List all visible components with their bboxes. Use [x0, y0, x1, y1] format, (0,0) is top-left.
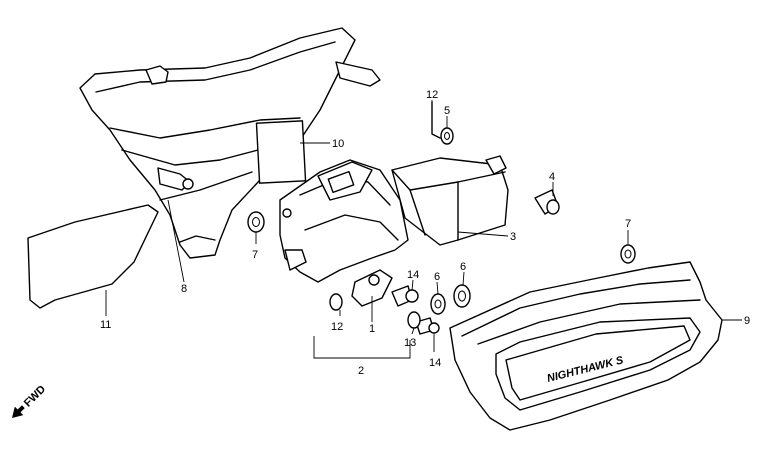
grommet-6-a: [430, 293, 446, 315]
callout-6-left: 6: [434, 271, 440, 283]
mounting-bracket: [279, 159, 409, 307]
callout-3: 3: [510, 231, 516, 243]
left-side-cover: [79, 27, 381, 259]
callout-1: 1: [369, 323, 375, 335]
forward-arrow-icon: [12, 405, 25, 418]
grommet-5: [440, 127, 454, 145]
callout-5: 5: [444, 105, 450, 117]
callout-2: 2: [358, 365, 364, 377]
forward-direction-indicator: FWD: [12, 383, 48, 418]
bolt-14-upper: [391, 285, 419, 307]
callout-6-right: 6: [460, 261, 466, 273]
grommet-7-left: [247, 211, 265, 233]
label-plate: [255, 120, 307, 184]
callout-7-left: 7: [252, 249, 258, 261]
callout-9: 9: [744, 315, 750, 327]
callout-11: 11: [100, 319, 111, 331]
callout-12-left: 12: [331, 321, 343, 333]
bolt-4: [534, 189, 560, 215]
pad-11: [27, 204, 159, 309]
washer-12-right: [407, 311, 421, 329]
group-bracket-2: [313, 336, 411, 359]
forward-label: FWD: [22, 383, 48, 409]
grommet-6-b: [453, 284, 471, 308]
callout-7-right: 7: [625, 218, 631, 230]
pin-13: [431, 101, 441, 139]
callout-12-right: 13: [404, 337, 416, 349]
leader-lines: [105, 100, 742, 352]
washer-12-left: [329, 293, 343, 311]
callout-4: 4: [549, 171, 555, 183]
tool-case: [391, 155, 509, 246]
right-side-cover: NIGHTHAWK S: [449, 261, 723, 431]
callout-13: 12: [426, 89, 438, 101]
callout-14-lower: 14: [429, 357, 441, 369]
callout-8: 8: [181, 283, 187, 295]
callout-14-upper: 14: [407, 269, 419, 281]
grommet-7-right: [620, 244, 636, 264]
callout-10: 10: [332, 138, 344, 150]
